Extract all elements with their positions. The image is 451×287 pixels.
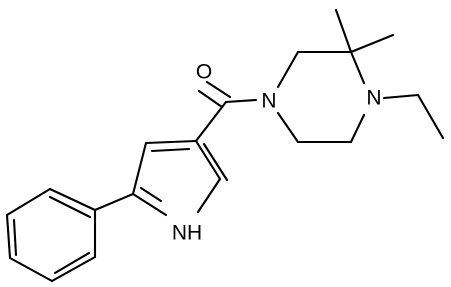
atom-label-oxygen: O bbox=[196, 61, 212, 84]
piperazine-ring bbox=[276, 50, 366, 144]
bond-pyrrole-phenyl bbox=[93, 192, 135, 212]
phenyl-ring bbox=[5, 187, 97, 283]
pyrrole-ring bbox=[131, 139, 229, 217]
bond-carbonyl-n1 bbox=[224, 98, 258, 104]
carbonyl-double-bond bbox=[197, 80, 232, 109]
atom-label-nitrogen-amide: N bbox=[261, 90, 276, 113]
ethyl-group bbox=[382, 93, 445, 140]
gem-dimethyl-group bbox=[334, 8, 395, 54]
atom-label-nitrogen-ethyl: N bbox=[366, 87, 381, 110]
bond-carbonyl-pyrrole bbox=[194, 100, 228, 143]
atom-label-pyrrole-nh: NH bbox=[172, 222, 202, 245]
